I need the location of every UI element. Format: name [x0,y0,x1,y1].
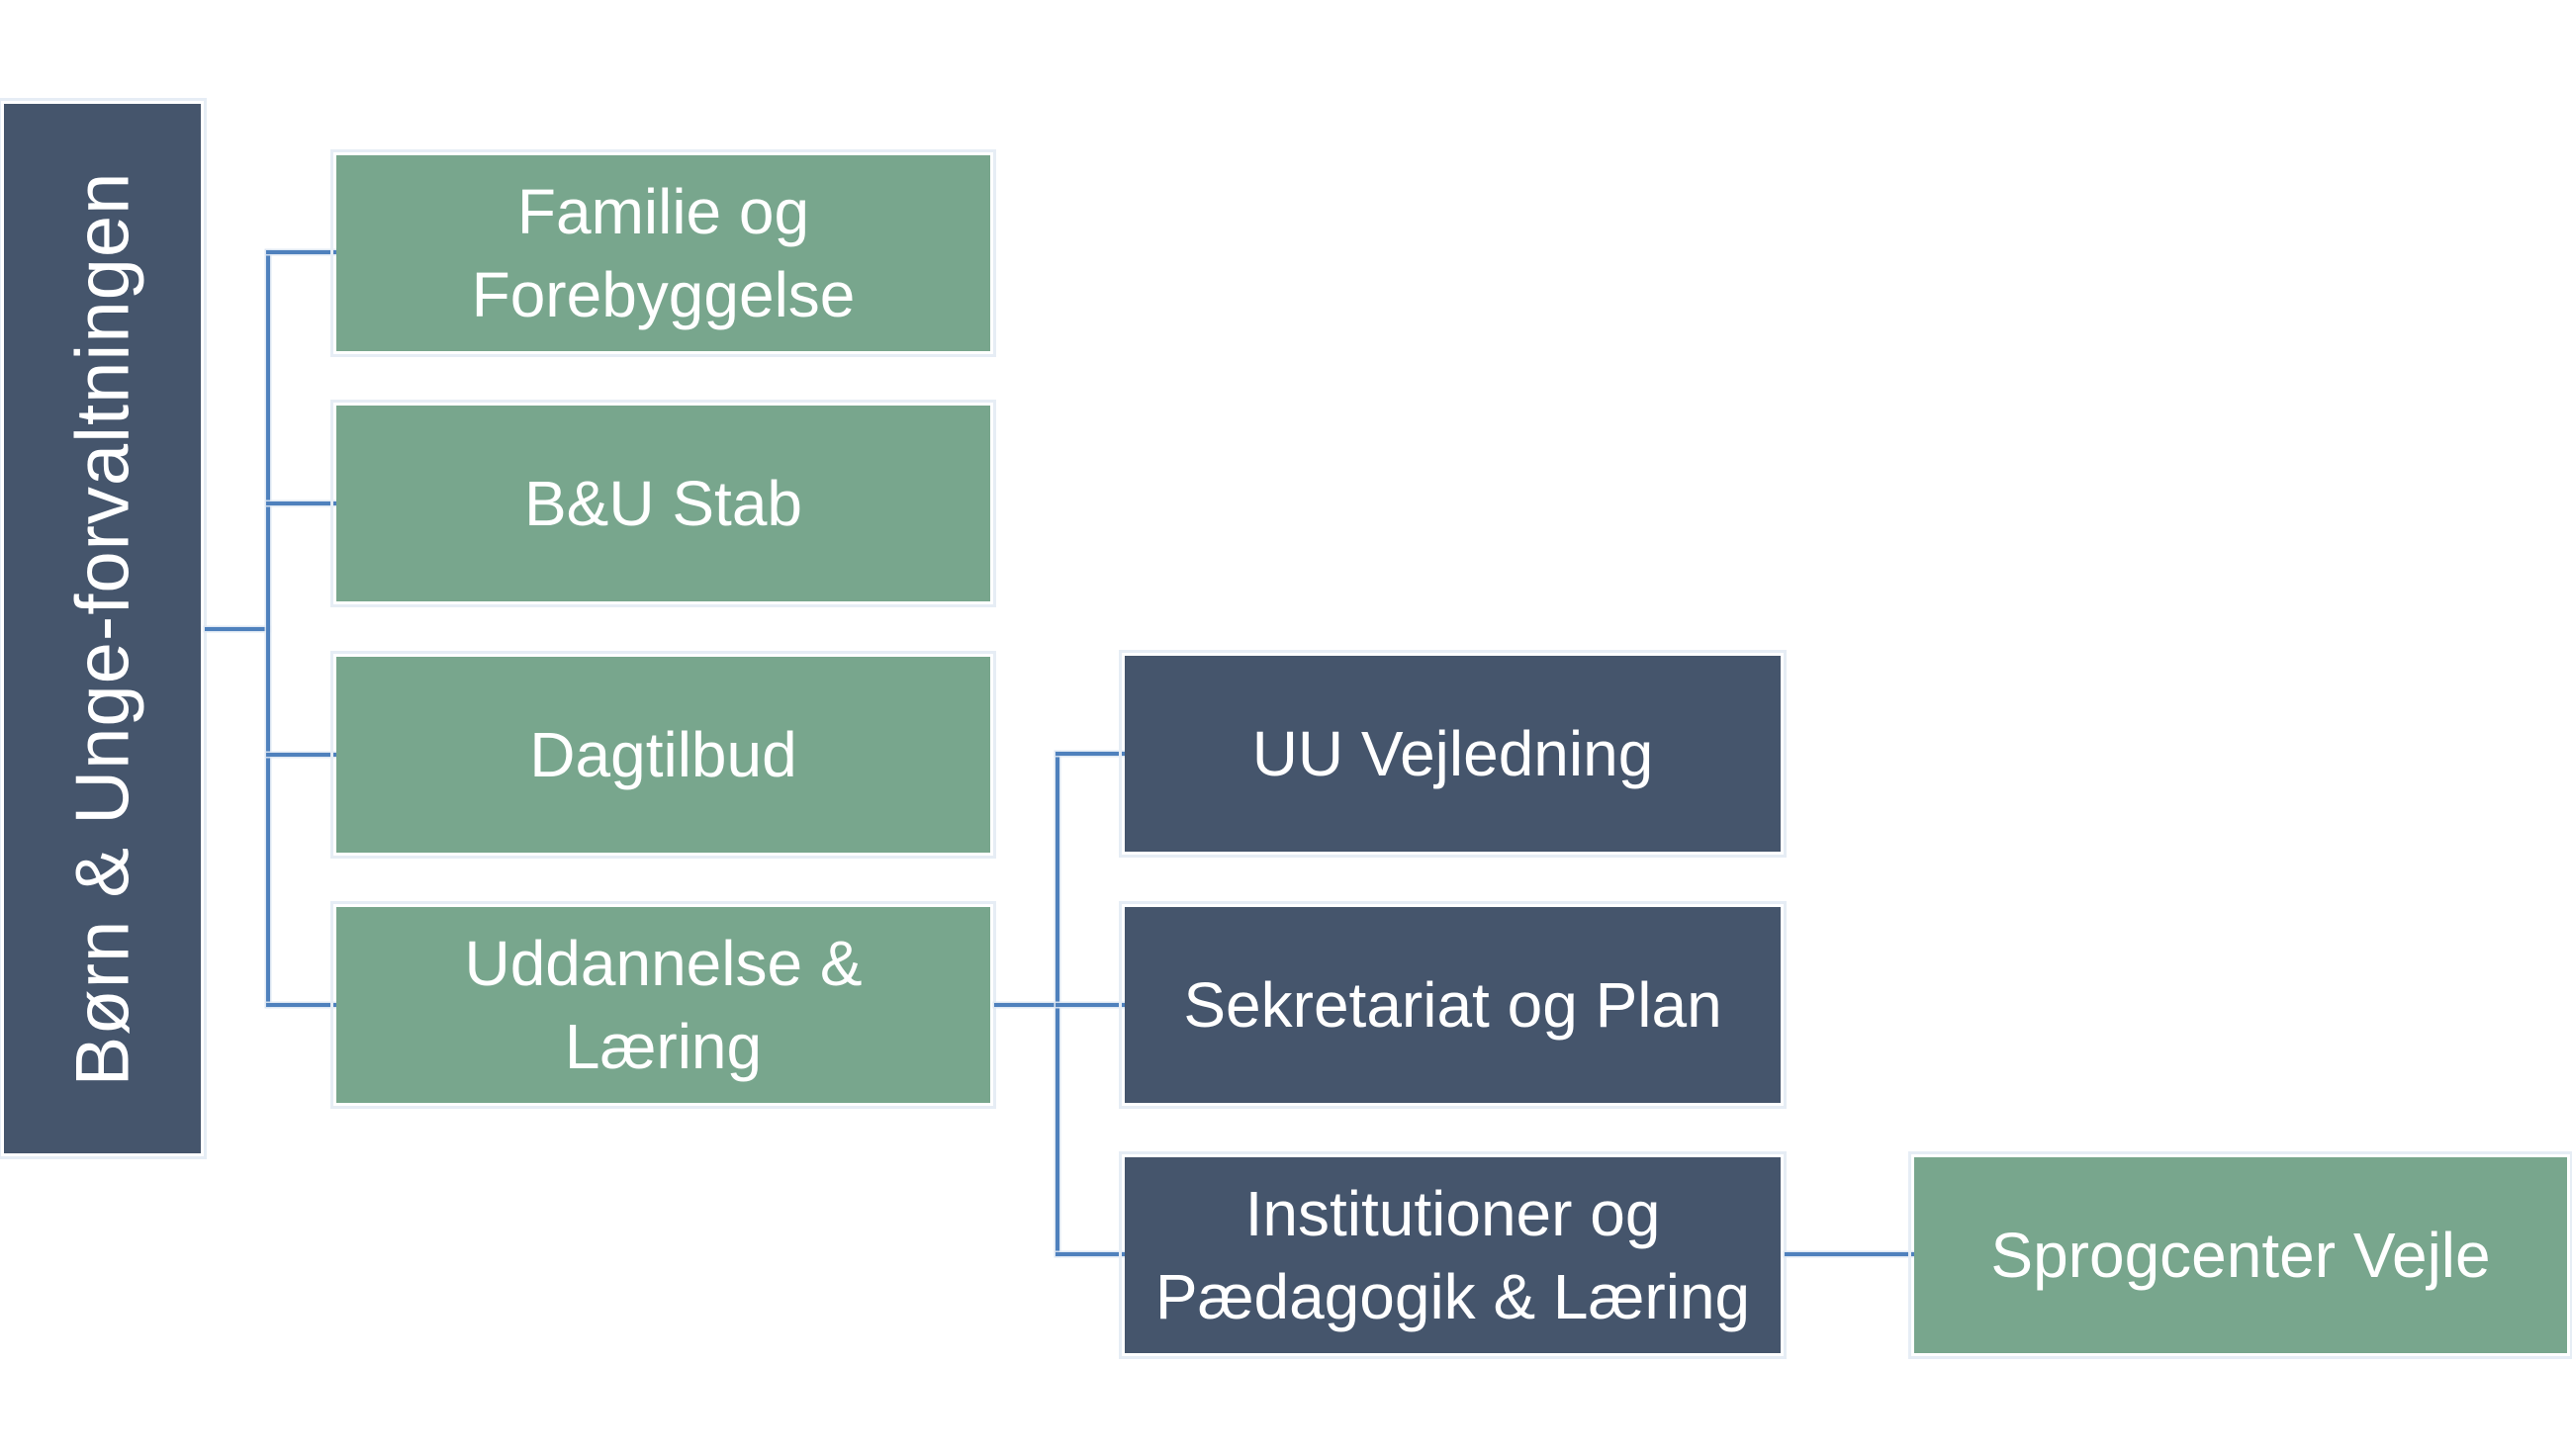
connector-institutioner [1056,1252,1125,1256]
node-label: Dagtilbud [529,719,797,790]
connector-uddannelse-stub [994,1003,1059,1007]
node-familie-og-forebyggelse: Familie og Forebyggelse [330,149,996,357]
node-sekretariat-og-plan: Sekretariat og Plan [1119,901,1787,1109]
connector-root-stub [205,627,270,631]
root-node-label: Børn & Unge-forvaltningen [60,171,144,1086]
connector-trunk-level1 [266,250,270,1007]
node-label: Familie og Forebyggelse [471,176,856,330]
connector-uddannelse [266,1003,336,1007]
connector-sekretariat [1056,1003,1125,1007]
root-node: Børn & Unge-forvaltningen [0,98,207,1159]
connector-sprogcenter [1785,1252,1914,1256]
node-label: Institutioner og Pædagogik & Læring [1154,1178,1751,1332]
node-label: Uddannelse & Læring [464,928,863,1082]
node-uu-vejledning: UU Vejledning [1119,650,1787,858]
node-sprogcenter-vejle: Sprogcenter Vejle [1908,1151,2572,1359]
node-label: Sekretariat og Plan [1183,969,1722,1041]
node-label: B&U Stab [523,468,803,539]
node-institutioner-og-paedagogik: Institutioner og Pædagogik & Læring [1119,1151,1787,1359]
connector-uu-vejledning [1056,752,1125,756]
node-dagtilbud: Dagtilbud [330,651,996,859]
node-label: Sprogcenter Vejle [1990,1220,2491,1291]
node-uddannelse-og-laering: Uddannelse & Læring [330,901,996,1109]
node-label: UU Vejledning [1251,718,1654,789]
connector-bu-stab [266,501,336,505]
connector-familie [266,250,336,254]
connector-dagtilbud [266,753,336,757]
node-bu-stab: B&U Stab [330,400,996,607]
